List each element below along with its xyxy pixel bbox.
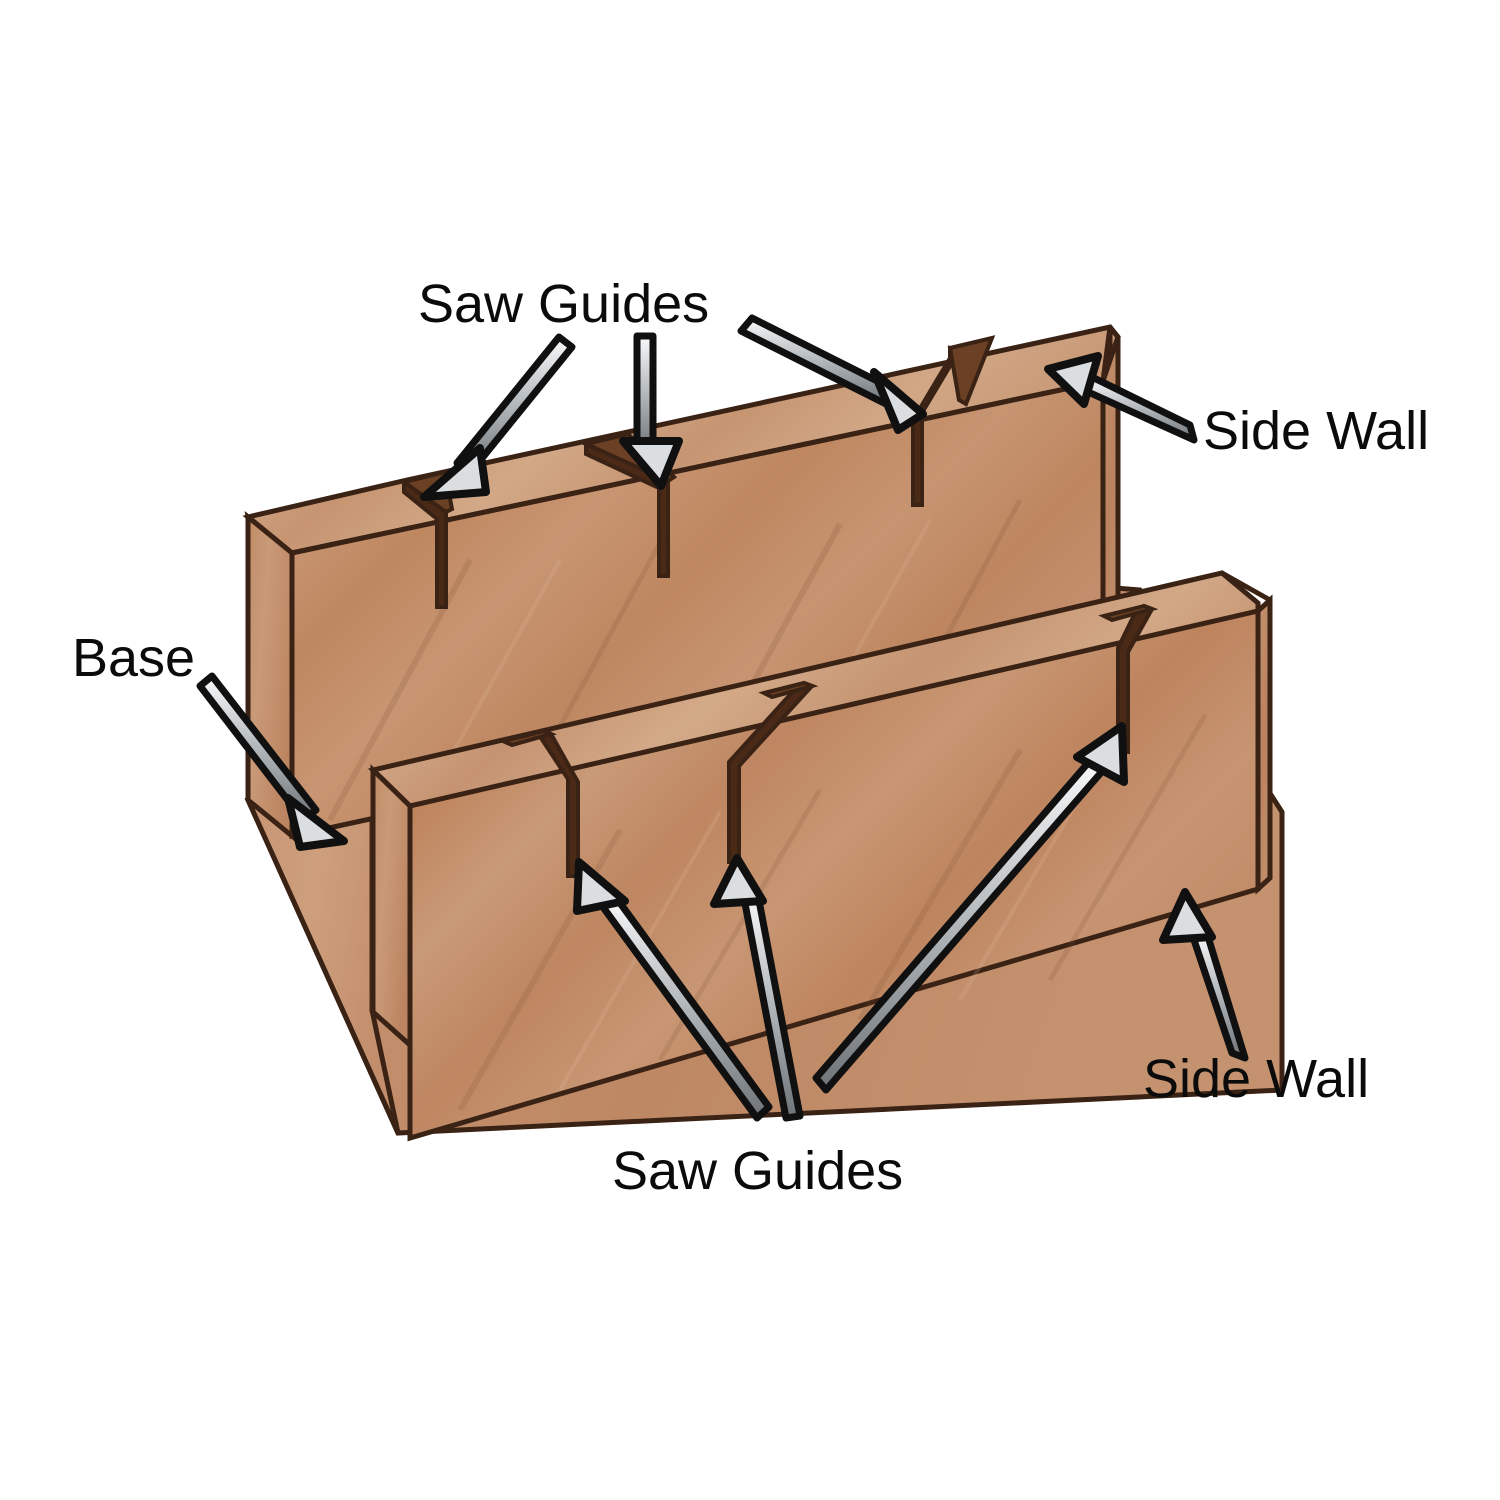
arrow-saw-guide-front-mid xyxy=(710,854,804,1122)
arrow-saw-guide-back-mid xyxy=(619,332,683,490)
label-saw-guides-top: Saw Guides xyxy=(418,274,709,334)
label-base: Base xyxy=(72,628,195,688)
arrow-side-wall-bottom xyxy=(1159,888,1249,1062)
front-wall-right-end xyxy=(1255,594,1273,895)
arrow-saw-guide-front-right xyxy=(812,722,1128,1094)
back-wall-top-right-corner xyxy=(1108,325,1120,339)
arrow-saw-guide-back-left xyxy=(420,333,576,501)
label-side-wall-bottom: Side Wall xyxy=(1143,1049,1369,1109)
arrow-saw-guide-back-right xyxy=(737,314,927,434)
arrow-saw-guide-front-left xyxy=(573,858,773,1122)
arrow-side-wall-right xyxy=(1044,352,1198,444)
arrow-base xyxy=(196,672,348,851)
label-saw-guides-bottom: Saw Guides xyxy=(612,1141,903,1201)
front-wall-top-right-corner xyxy=(1220,570,1272,603)
front-wall-kerf-left xyxy=(496,728,580,878)
label-side-wall-right: Side Wall xyxy=(1203,401,1429,461)
back-wall-kerf-right xyxy=(911,335,996,507)
front-wall xyxy=(367,570,1273,1142)
back-wall xyxy=(242,324,1121,842)
front-wall-left-end xyxy=(370,764,413,1051)
